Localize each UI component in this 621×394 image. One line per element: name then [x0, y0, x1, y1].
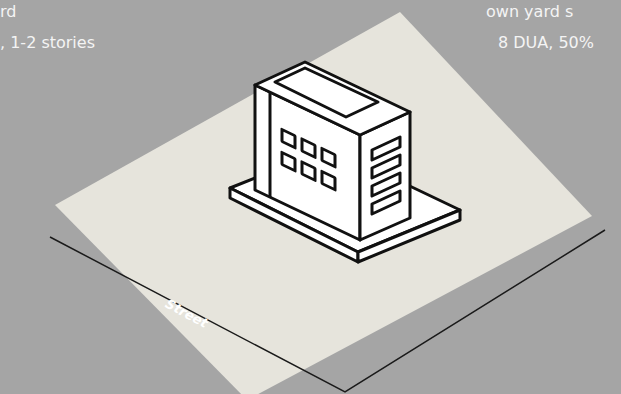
building-icon	[230, 62, 460, 262]
note-text: rd	[0, 2, 16, 21]
lot-plane	[55, 12, 592, 394]
note-text: 8 DUA, 50%	[498, 33, 594, 52]
note-text: own yard s	[486, 2, 573, 21]
street-edge	[50, 230, 605, 392]
note-text: , 1-2 stories	[0, 33, 95, 52]
